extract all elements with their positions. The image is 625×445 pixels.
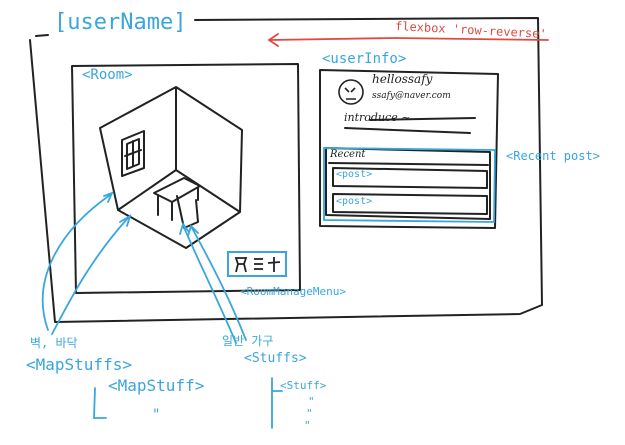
introduce-text: introduce ~ [344, 111, 411, 124]
arrow-stuffs-2 [187, 224, 247, 341]
email-text: ssafy@naver.com [372, 91, 451, 101]
menu-icon-2 [254, 258, 263, 270]
room-window [121, 130, 145, 177]
room-cube [99, 86, 243, 249]
post-box-1 [332, 167, 488, 189]
mapstuffs-bracket [93, 387, 107, 419]
room-desk [153, 177, 201, 229]
map-stuffs-korean: 벽, 바닥 [30, 336, 78, 350]
menu-icon-3 [267, 257, 281, 272]
room-manage-menu-tag: <RoomManageMenu> [240, 285, 346, 298]
page-frame [29, 17, 543, 323]
stuffs-tag: <Stuffs> [244, 351, 307, 366]
arrow-mapstuffs-1 [41, 191, 114, 331]
avatar [338, 79, 364, 105]
recent-post-tag: <Recent post> [506, 149, 600, 163]
room-tag: <Room> [82, 67, 133, 83]
post-box-2 [332, 193, 488, 215]
username-tag: [userName] [54, 10, 187, 35]
post-tag-2: <post> [336, 196, 373, 207]
recent-label: Recent [330, 149, 366, 160]
userinfo-tag: <userInfo> [322, 51, 407, 67]
username-text: hellossafy [372, 72, 433, 86]
introduce-underline [344, 117, 476, 134]
userinfo-frame [319, 69, 499, 229]
stuff-ditto-2: " [306, 407, 313, 420]
room-manage-icons [234, 257, 281, 273]
recent-frame [325, 147, 491, 220]
stuff-ditto-1: " [308, 395, 315, 408]
map-stuff-tag: <MapStuff> [108, 376, 205, 395]
stuffs-korean: 일반 가구 [222, 334, 274, 348]
arrow-mapstuffs-2 [51, 214, 132, 335]
stuff-tag: <Stuff> [280, 379, 327, 392]
map-stuffs-tag: <MapStuffs> [26, 355, 132, 374]
room-manage-menu-box [227, 251, 287, 277]
stuff-ditto-3: " [304, 419, 311, 432]
menu-icon-1 [234, 257, 248, 273]
stuffs-bracket [271, 377, 283, 429]
arrow-stuffs-1 [179, 222, 237, 344]
recent-post-box [323, 147, 496, 223]
room-frame [71, 63, 301, 294]
flexbox-arrow [267, 33, 396, 47]
post-tag-1: <post> [336, 169, 373, 180]
flexbox-underline [394, 37, 549, 41]
map-stuff-ditto: " [152, 407, 161, 423]
